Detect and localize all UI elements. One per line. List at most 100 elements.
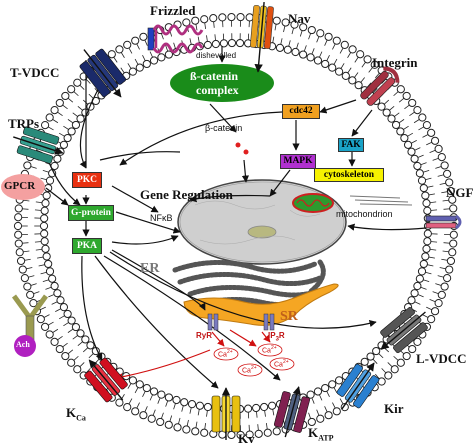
- lipid-head: [402, 91, 411, 101]
- lipid-head: [63, 309, 72, 319]
- ca-main: Ca: [242, 367, 251, 375]
- lipid-head: [430, 307, 440, 316]
- lipid-head: [18, 265, 27, 274]
- label-ach: Ach: [16, 340, 30, 349]
- lipid-head: [14, 239, 23, 248]
- lipid-head: [172, 395, 181, 405]
- kir-channel-icon: [336, 362, 380, 410]
- lipid-head: [123, 40, 132, 49]
- lipid-head: [203, 40, 212, 50]
- lipid-head: [67, 358, 76, 367]
- lipid-head: [421, 191, 430, 200]
- ach-receptor-icon: [11, 294, 49, 357]
- lipid-head: [413, 281, 422, 291]
- label-beta-catenin-complex-line1: ß-catenin: [190, 69, 238, 83]
- lipid-head: [307, 25, 316, 35]
- label-trps: TRPs: [8, 116, 40, 131]
- lipid-head: [437, 152, 446, 162]
- lipid-head: [449, 230, 458, 239]
- lipid-head: [422, 199, 431, 208]
- label-sr: SR: [280, 309, 298, 324]
- lipid-head: [332, 407, 341, 416]
- label-katp-main: K: [308, 425, 319, 440]
- cdc42-box: cdc42: [282, 104, 320, 119]
- lipid-head: [20, 274, 29, 283]
- lipid-head: [44, 183, 53, 193]
- label-gene-regulation: Gene Regulation: [140, 187, 233, 202]
- lipid-head: [415, 169, 424, 178]
- ca-sup: 2+: [250, 365, 257, 371]
- lipid-head: [227, 12, 236, 22]
- l-vdcc-channel-icon: [380, 306, 428, 354]
- label-ip3r-sub: 3: [275, 336, 279, 343]
- lipid-head: [299, 23, 308, 32]
- lipid-head: [44, 259, 53, 269]
- lipid-head: [306, 53, 315, 62]
- lipid-head: [290, 20, 299, 29]
- label-katp-sub: ATP: [318, 433, 334, 443]
- lipid-head: [135, 380, 144, 389]
- lipid-head: [86, 341, 95, 350]
- lipid-head: [440, 161, 449, 170]
- lipid-head: [149, 56, 159, 65]
- lipid-head: [42, 191, 51, 200]
- lipid-head: [324, 411, 333, 420]
- lipid-head: [427, 315, 436, 324]
- calcium-ions: [213, 343, 295, 377]
- lipid-head: [164, 393, 173, 402]
- lipid-head: [157, 53, 166, 62]
- label-ca-1: Ca2+: [218, 349, 233, 359]
- lipid-head: [45, 176, 55, 185]
- label-mitochondrion: mitochondrion: [336, 209, 393, 219]
- lipid-head: [387, 114, 396, 123]
- lipid-head: [272, 16, 281, 25]
- ca-sup: 2+: [226, 349, 233, 355]
- lipid-head: [313, 56, 323, 65]
- label-gpcr: GPCR: [4, 180, 36, 192]
- lipid-head: [384, 371, 393, 380]
- label-integrin: Integrin: [372, 55, 418, 70]
- lipid-head: [40, 120, 50, 130]
- lipid-head: [76, 329, 85, 338]
- lipid-head: [245, 430, 254, 439]
- ca-main: Ca: [262, 347, 271, 355]
- label-ca-2: Ca2+: [242, 365, 257, 375]
- lipid-head: [445, 265, 454, 274]
- signaling-arrows: [45, 46, 427, 389]
- label-nfkb: NFκB: [150, 213, 173, 223]
- katp-channel-icon: [273, 386, 311, 438]
- lipid-head: [14, 213, 23, 222]
- lipid-head: [42, 252, 51, 261]
- lipid-head: [281, 18, 290, 27]
- lipid-head: [407, 147, 416, 156]
- lipid-head: [430, 136, 440, 145]
- lipid-head: [50, 281, 59, 291]
- lipid-head: [419, 259, 428, 269]
- lipid-head: [260, 402, 269, 412]
- lipid-head: [23, 282, 32, 291]
- lipid-head: [422, 244, 431, 253]
- lipid-head: [26, 290, 35, 300]
- lipid-head: [115, 398, 124, 407]
- lipid-head: [67, 127, 76, 136]
- lipid-head: [446, 186, 456, 196]
- lipid-head: [149, 387, 159, 396]
- lipid-head: [41, 199, 50, 208]
- lipid-head: [40, 206, 49, 215]
- lipid-head: [200, 428, 209, 437]
- label-ca-3: Ca2+: [262, 346, 277, 355]
- lipid-head: [348, 76, 357, 85]
- cytoskeleton-box: cytoskeleton: [314, 168, 384, 182]
- lipid-head: [187, 400, 197, 409]
- lipid-head: [36, 315, 45, 324]
- lipid-head: [48, 274, 57, 283]
- lipid-head: [59, 303, 69, 312]
- label-ryr: RyR: [196, 331, 213, 340]
- ca-main: Ca: [274, 361, 283, 369]
- lipid-head: [366, 352, 375, 361]
- lipid-head: [128, 376, 137, 385]
- lipid-head: [415, 274, 424, 283]
- lipid-head: [316, 29, 325, 38]
- lipid-head: [328, 63, 337, 72]
- lipid-head: [123, 403, 132, 412]
